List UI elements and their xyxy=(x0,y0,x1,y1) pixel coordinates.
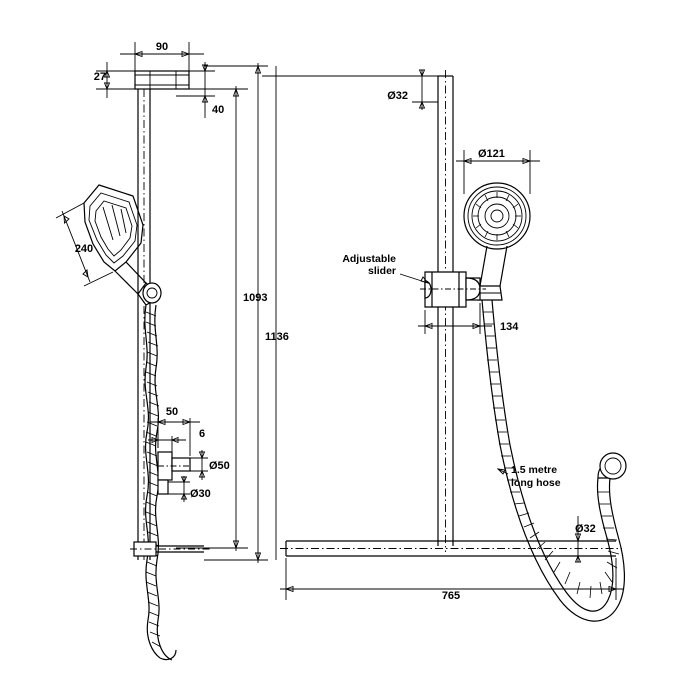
dim-dia50-group xyxy=(190,450,208,480)
dim-dia121-label: Ø121 xyxy=(478,148,505,160)
left-view-top-bracket xyxy=(134,70,190,90)
dim-dia30-group xyxy=(168,476,190,502)
dim-134-group xyxy=(418,303,492,334)
dim-6-group xyxy=(148,436,186,452)
dim-dia30-label: Ø30 xyxy=(190,488,211,500)
dim-90-label: 90 xyxy=(156,41,168,53)
dim-1093-label: 1093 xyxy=(243,292,267,304)
dim-dia32-bottom-label: Ø32 xyxy=(575,523,596,535)
dim-dia121-group xyxy=(456,150,540,194)
adjustable-slider-label-line2: slider xyxy=(368,265,396,277)
hose-label-line2: long hose xyxy=(511,477,561,489)
left-view-rail xyxy=(137,89,151,560)
adjustable-slider-leader xyxy=(399,273,430,284)
left-view-bottom-bracket xyxy=(130,541,210,557)
dim-765-group xyxy=(280,558,624,600)
dim-240-group xyxy=(55,202,114,287)
hose-label-line1: 1.5 metre xyxy=(511,464,557,476)
adjustable-slider-label-line1: Adjustable xyxy=(342,253,396,265)
right-view-base xyxy=(280,540,622,557)
dim-765-label: 765 xyxy=(442,590,460,602)
right-view-rail xyxy=(437,70,454,552)
left-view-handset xyxy=(83,184,162,306)
dim-6-label: 6 xyxy=(199,428,205,440)
dim-dia32-bottom-group xyxy=(556,516,592,563)
dim-1136-group xyxy=(204,63,268,563)
dim-40-label: 40 xyxy=(212,104,224,116)
dim-50-group xyxy=(150,418,200,456)
left-view-slider xyxy=(157,451,191,495)
dim-dia50-label: Ø50 xyxy=(209,460,230,472)
dim-1093-group xyxy=(176,86,248,551)
dim-dia32-top-label: Ø32 xyxy=(387,90,408,102)
dim-240-label: 240 xyxy=(75,243,93,255)
right-view-hose xyxy=(481,299,627,622)
dim-1136-label: 1136 xyxy=(265,331,289,343)
hose-label-leader xyxy=(496,468,509,475)
dim-50-label: 50 xyxy=(166,406,178,418)
right-view-handset-face xyxy=(463,182,531,301)
dim-27-label: 27 xyxy=(94,71,106,83)
right-view-slider xyxy=(420,271,486,308)
dim-134-label: 134 xyxy=(500,321,519,333)
dim-90-group xyxy=(120,42,204,72)
